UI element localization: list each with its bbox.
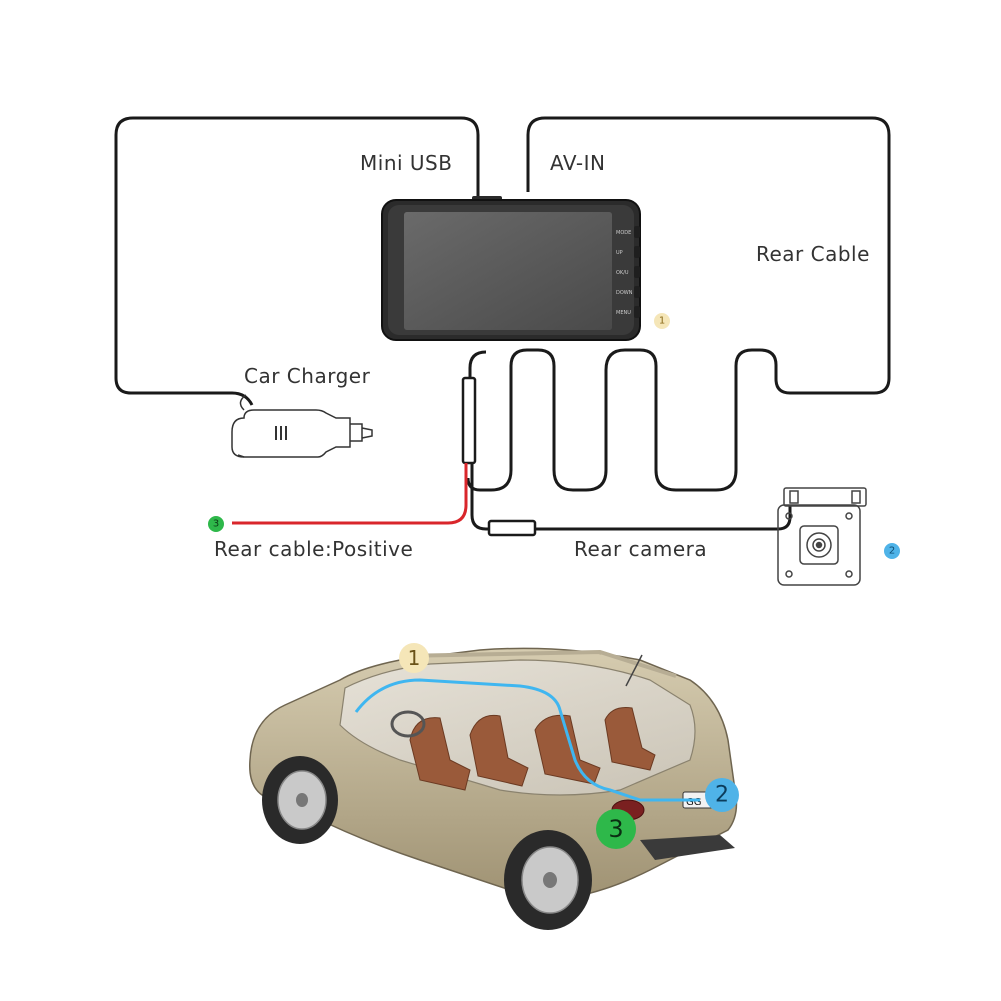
rear-camera-connector [487, 519, 537, 537]
front-wheel [262, 756, 338, 844]
dashcam-button-label: MODE [616, 230, 631, 236]
dashcam: MODE UP OK/U DOWN MENU [381, 196, 641, 341]
dashcam-button-4 [634, 306, 640, 318]
mini-usb-label: Mini USB [360, 151, 453, 175]
dashcam-button-3 [634, 286, 640, 298]
marker-2-large: 2 [705, 778, 739, 812]
dashcam-button-label: OK/U [616, 270, 629, 276]
rear-camera [777, 487, 867, 586]
antenna [625, 654, 643, 687]
marker-3-small: 3 [208, 516, 224, 532]
car-charger-plug [231, 394, 373, 458]
rear-wheel [504, 830, 592, 930]
av-in-cable [466, 116, 891, 492]
dashcam-button-label: DOWN [616, 290, 633, 296]
dashcam-button-label: UP [616, 250, 623, 256]
car-illustration: GG 1 2 3 [249, 643, 739, 930]
rear-cable-positive-label: Rear cable:Positive [214, 537, 414, 561]
marker-2-small: 2 [884, 543, 900, 559]
dashcam-button-1 [634, 246, 640, 258]
rear-camera-label: Rear camera [574, 537, 708, 561]
roof-rail [399, 649, 677, 678]
svg-text:3: 3 [608, 815, 623, 843]
svg-text:2: 2 [889, 546, 895, 557]
rear-cable-label: Rear Cable [756, 242, 870, 266]
dashcam-button-label: MENU [616, 310, 631, 316]
svg-text:1: 1 [659, 316, 665, 327]
mini-usb-cable [114, 116, 480, 406]
marker-1-large: 1 [399, 643, 429, 673]
license-plate-text: GG [686, 797, 702, 808]
positive-wire [232, 463, 468, 525]
svg-text:2: 2 [715, 783, 729, 808]
av-in-cable-top [468, 350, 487, 380]
rear-camera-cable [470, 463, 792, 531]
marker-3-large: 3 [596, 809, 636, 849]
cable-route [354, 678, 700, 802]
svg-text:3: 3 [213, 519, 219, 530]
dashcam-button-2 [634, 266, 640, 278]
steering-wheel [390, 710, 426, 738]
car-charger-label: Car Charger [244, 364, 371, 388]
car-seats [409, 707, 656, 791]
rear-hitch [640, 835, 735, 860]
svg-text:1: 1 [408, 646, 421, 670]
marker-1-small: 1 [654, 313, 670, 329]
av-in-label: AV-IN [550, 151, 606, 175]
dashcam-button-0 [634, 226, 640, 238]
splitter-box [461, 376, 477, 465]
